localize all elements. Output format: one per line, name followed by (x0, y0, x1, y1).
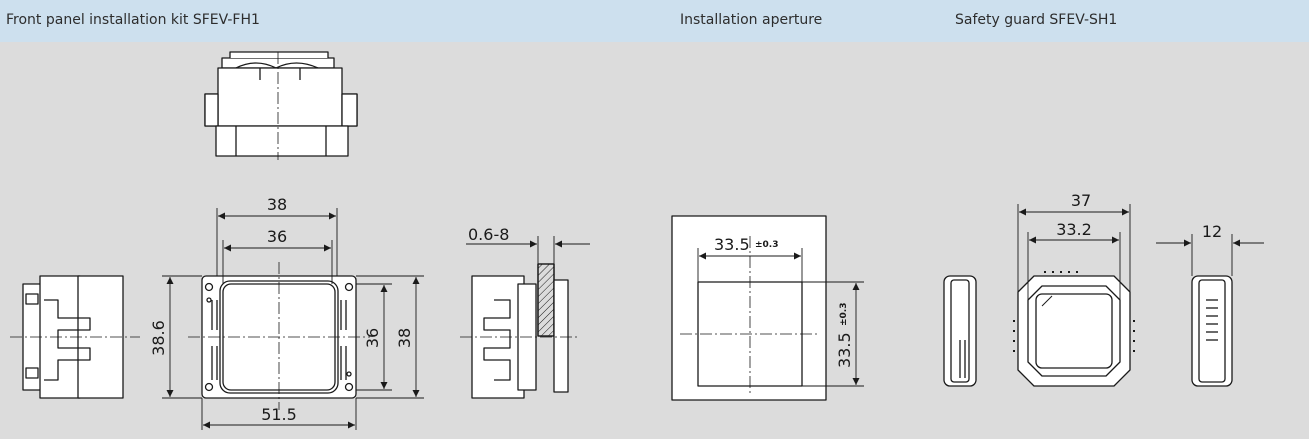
kit-right-side-view (460, 263, 580, 399)
aperture-view (671, 215, 827, 401)
dimension-lines (162, 204, 1264, 430)
kit-width-outer-label: 38 (267, 195, 287, 214)
kit-height-left-label: 38.6 (149, 320, 168, 356)
kit-top-view (204, 51, 358, 160)
kit-left-side-view (10, 275, 140, 399)
guard-width-outer-label: 37 (1071, 191, 1091, 210)
guard-depth-label: 12 (1202, 222, 1222, 241)
kit-base-width-label: 51.5 (261, 405, 297, 424)
guard-front-view (1013, 271, 1135, 387)
aperture-width-label: 33.5 (714, 235, 750, 254)
guard-section-title: Safety guard SFEV-SH1 (955, 12, 1118, 28)
panel-thickness-label: 0.6-8 (468, 225, 509, 244)
kit-width-inner-label: 36 (267, 227, 287, 246)
aperture-height-tolerance: ±0.3 (839, 303, 849, 326)
aperture-section-title: Installation aperture (680, 12, 823, 28)
kit-height-outer-label: 38 (395, 328, 414, 348)
guard-left-side-view (943, 275, 977, 387)
guard-width-inner-label: 33.2 (1056, 220, 1092, 239)
aperture-width-tolerance: ±0.3 (755, 240, 778, 250)
guard-right-side-view (1191, 275, 1233, 387)
kit-front-view (188, 262, 370, 410)
kit-height-inner-label: 36 (363, 328, 382, 348)
header-bar: Front panel installation kit SFEV-FH1 In… (0, 0, 1309, 42)
kit-section-title: Front panel installation kit SFEV-FH1 (6, 12, 260, 28)
aperture-height-label: 33.5 (835, 332, 854, 368)
